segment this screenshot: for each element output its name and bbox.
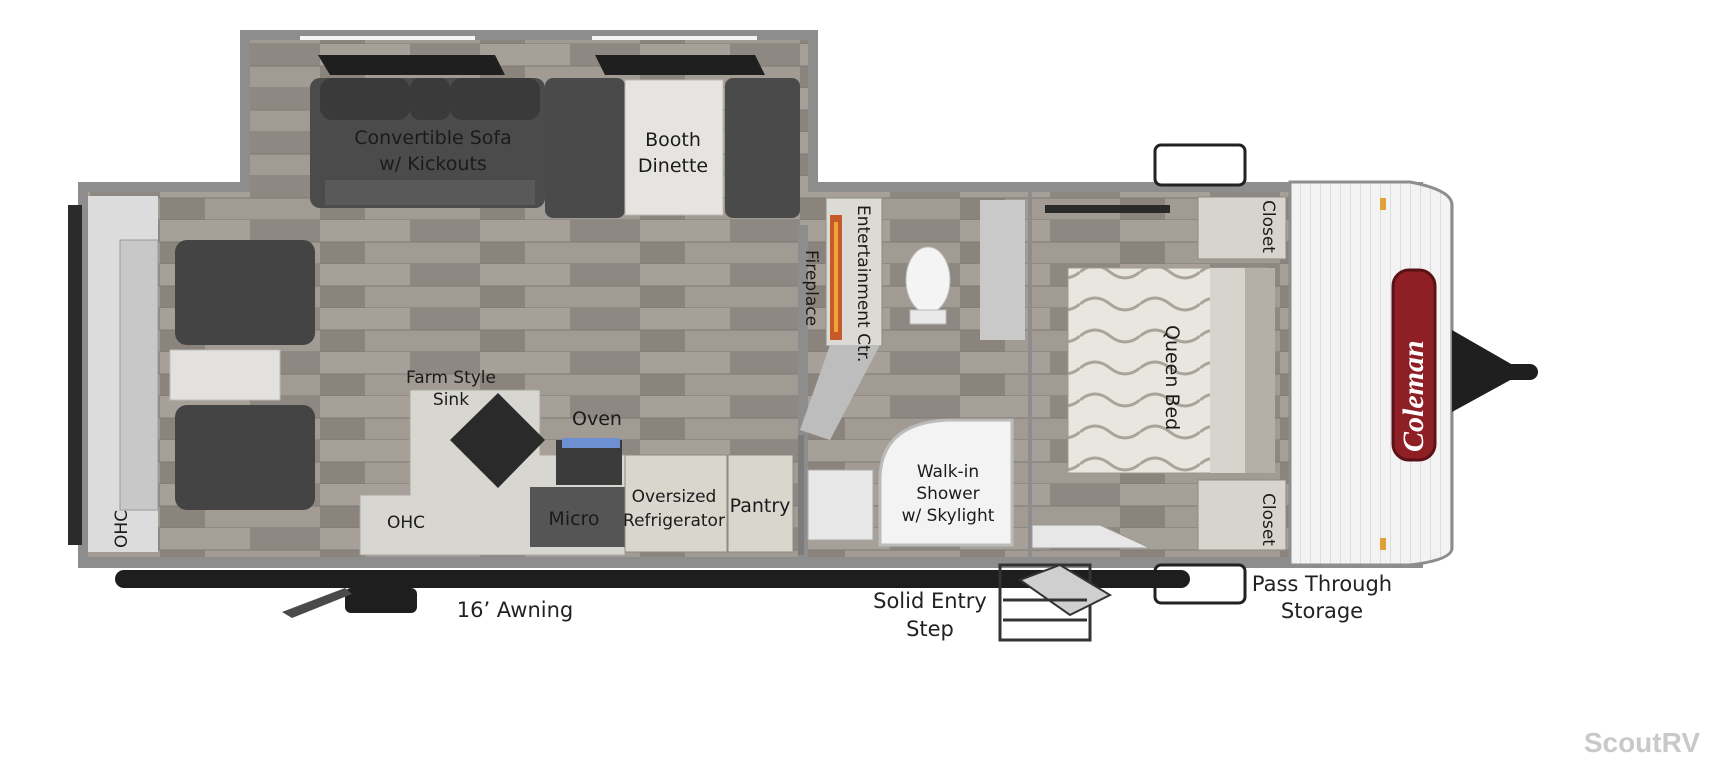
label-shower-3: w/ Skylight bbox=[902, 506, 995, 526]
label-booth-dinette-1: Booth bbox=[645, 129, 701, 151]
label-ohc-front: OHC bbox=[112, 510, 132, 548]
watermark: ScoutRV bbox=[1584, 727, 1700, 758]
bath-wall bbox=[798, 435, 804, 555]
label-farm-style-sink-2: Sink bbox=[433, 390, 469, 410]
label-entry-step-2: Step bbox=[906, 617, 954, 641]
label-convertible-sofa-2: w/ Kickouts bbox=[379, 153, 487, 175]
storage-hatch-top bbox=[1153, 143, 1247, 187]
bed-side-table bbox=[1031, 524, 1151, 549]
label-pantry: Pantry bbox=[730, 495, 791, 517]
bath-sink bbox=[807, 469, 874, 541]
label-entry-step-1: Solid Entry bbox=[873, 589, 987, 613]
label-queen-bed: Queen Bed bbox=[1161, 325, 1183, 430]
slide-light-right bbox=[592, 36, 757, 40]
label-closet-bottom: Closet bbox=[1258, 493, 1278, 546]
convertible-sofa bbox=[310, 78, 545, 208]
entertainment-center bbox=[825, 197, 883, 347]
recliners bbox=[169, 240, 315, 510]
hitch bbox=[1452, 330, 1538, 412]
slide-light-left bbox=[300, 36, 475, 40]
kitchen-counter bbox=[359, 389, 626, 556]
label-pass-through-2: Storage bbox=[1281, 599, 1363, 623]
coleman-logo: Coleman bbox=[1391, 268, 1437, 462]
awning bbox=[115, 570, 1190, 618]
label-ohc-kitchen: OHC bbox=[387, 513, 425, 533]
bath-cabinet bbox=[980, 200, 1025, 340]
booth-dinette bbox=[545, 78, 800, 218]
window-right bbox=[595, 55, 765, 75]
closet-top-unit bbox=[1197, 196, 1287, 260]
label-refrigerator-2: Refrigerator bbox=[623, 511, 725, 531]
angled-wall bbox=[800, 345, 880, 440]
window-left bbox=[318, 55, 505, 75]
label-awning: 16’ Awning bbox=[457, 598, 574, 622]
closet-bottom-unit bbox=[1197, 479, 1287, 551]
bedroom-window bbox=[1045, 205, 1170, 213]
front-cap bbox=[68, 196, 159, 552]
label-micro: Micro bbox=[548, 508, 599, 530]
queen-bed bbox=[1067, 267, 1275, 474]
label-shower-1: Walk-in bbox=[917, 462, 979, 482]
label-oven: Oven bbox=[572, 408, 622, 430]
label-entertainment-ctr: Entertainment Ctr. bbox=[853, 205, 873, 362]
sink-basin bbox=[450, 393, 545, 488]
svg-text:Coleman: Coleman bbox=[1397, 340, 1430, 452]
pantry-unit bbox=[727, 454, 794, 553]
label-farm-style-sink-1: Farm Style bbox=[406, 368, 496, 388]
walk-in-shower bbox=[878, 418, 1014, 547]
label-closet-top: Closet bbox=[1258, 200, 1278, 253]
label-fireplace: Fireplace bbox=[801, 250, 821, 326]
label-booth-dinette-2: Dinette bbox=[638, 155, 708, 177]
entry-step bbox=[998, 563, 1113, 642]
toilet bbox=[905, 246, 951, 325]
label-pass-through-1: Pass Through bbox=[1252, 572, 1392, 596]
refrigerator-unit bbox=[624, 454, 728, 553]
label-shower-2: Shower bbox=[916, 484, 979, 504]
label-refrigerator-1: Oversized bbox=[632, 487, 717, 507]
label-convertible-sofa-1: Convertible Sofa bbox=[354, 127, 512, 149]
